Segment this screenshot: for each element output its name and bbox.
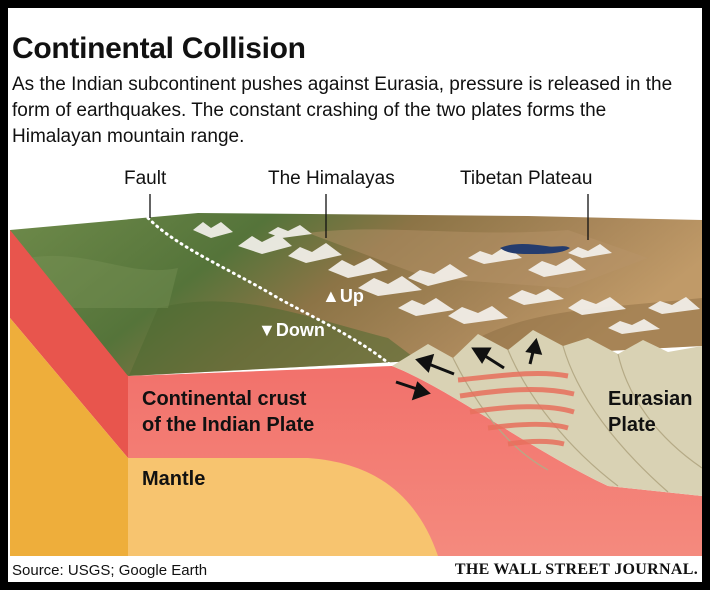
- himalayas-callout: The Himalayas: [268, 168, 395, 189]
- eurasian-plate-wedge: [392, 330, 702, 496]
- indian-crust-label: Continental crust of the Indian Plate: [142, 388, 315, 436]
- up-arrow-icon: ▲: [322, 286, 340, 306]
- down-arrow-icon: ▼: [258, 320, 276, 340]
- stress-rings: [457, 370, 575, 447]
- eurasian-thrust-lines: [452, 345, 702, 493]
- eurasian-plate-label: Eurasian Plate: [608, 388, 693, 436]
- motion-arrows: [395, 337, 543, 401]
- mantle-front: [128, 458, 438, 556]
- collision-diagram: [10, 194, 702, 556]
- mantle-side-face: [10, 318, 128, 556]
- source-note: Source: USGS; Google Earth: [12, 562, 208, 579]
- publisher-logo: THE WALL STREET JOURNAL.: [454, 561, 698, 578]
- tibetan-plateau-callout: Tibetan Plateau: [460, 168, 593, 189]
- mantle-label: Mantle: [142, 468, 206, 490]
- fault-callout: Fault: [124, 168, 167, 189]
- subtitle: As the Indian subcontinent pushes agains…: [12, 74, 673, 147]
- page-title: Continental Collision: [12, 32, 306, 65]
- down-label: ▼Down: [258, 320, 325, 340]
- up-label: ▲Up: [322, 286, 364, 306]
- infographic-card: Continental Collision As the Indian subc…: [8, 8, 702, 582]
- terrain-texture: [28, 222, 702, 376]
- crust-side-face: [10, 230, 128, 458]
- callout-leaders: [149, 194, 589, 240]
